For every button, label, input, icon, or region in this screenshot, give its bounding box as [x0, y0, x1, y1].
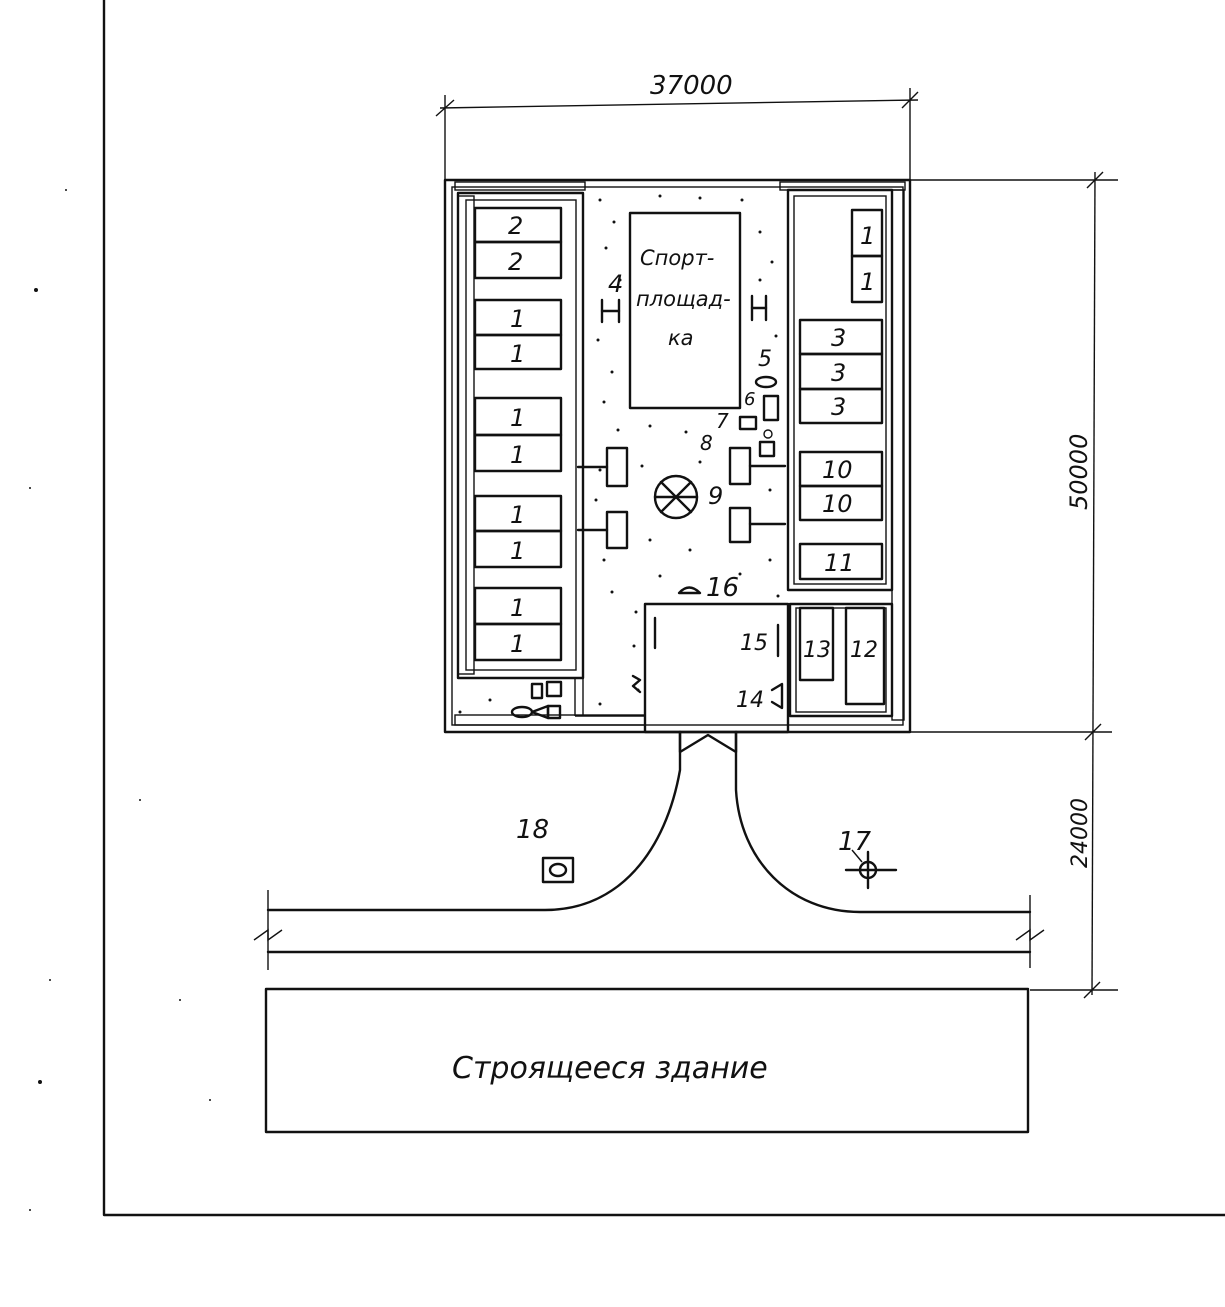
- flower-bed-icon: [653, 474, 699, 520]
- building-label: Строящееся здание: [452, 1051, 768, 1086]
- marker-4: 4: [608, 270, 623, 298]
- road-break-mark: [253, 928, 283, 942]
- right-approach-road: [734, 730, 1032, 914]
- right-dimension: [910, 171, 1118, 999]
- stand-icon: [762, 394, 780, 422]
- left-block-label: 1: [510, 630, 525, 658]
- hydrant-icon: [677, 586, 702, 595]
- left-block-label: 1: [510, 501, 525, 529]
- bench-icon: [754, 375, 778, 389]
- left-block: [473, 529, 563, 569]
- road-break-mark: [1015, 928, 1045, 942]
- left-block: [473, 240, 563, 280]
- marker-9: 9: [708, 482, 723, 510]
- right-block: [798, 542, 884, 581]
- horizontal-bar-icon: [750, 294, 768, 322]
- marker-6: 6: [744, 389, 755, 410]
- court-label-line1: Спорт-: [640, 246, 714, 270]
- left-approach-road: [266, 730, 682, 912]
- marker-7: 7: [716, 409, 729, 433]
- marker-17: 17: [838, 827, 872, 857]
- side-rooms: [788, 602, 894, 718]
- left-block-label: 1: [510, 340, 525, 368]
- left-block-label: 1: [510, 537, 525, 565]
- left-block-label: 1: [510, 441, 525, 469]
- right-blocks: [798, 208, 884, 581]
- marker-8: 8: [700, 431, 713, 455]
- ground-texture: [29, 189, 780, 1211]
- right-block: [798, 387, 884, 425]
- left-block-label: 1: [510, 404, 525, 432]
- fire-hydrant-icon: [844, 849, 898, 890]
- court-label-line3: ка: [668, 326, 694, 350]
- box-icon: [738, 415, 758, 431]
- marker-14: 14: [736, 688, 764, 713]
- building-under-construction: [264, 987, 1030, 1134]
- right-dimension-label: 50000: [1065, 434, 1093, 510]
- marker-15: 15: [740, 631, 768, 656]
- top-dimension-label: 37000: [650, 71, 733, 101]
- lamp-post-icon: [541, 856, 575, 884]
- right-block-label: 3: [831, 324, 846, 352]
- left-block-label: 2: [508, 212, 523, 240]
- bench-icon: [576, 446, 629, 488]
- entrance-gate: [678, 730, 738, 754]
- right-block-label: 10: [822, 456, 853, 484]
- left-storage-column: [456, 191, 645, 717]
- marker-16: 16: [706, 573, 739, 603]
- sheet-frame: [102, 0, 1225, 1217]
- marker-13: 13: [803, 638, 831, 663]
- marker-18: 18: [516, 815, 549, 845]
- left-blocks: [473, 206, 563, 662]
- right-block-label: 3: [831, 393, 846, 421]
- trash-bin-icon: [510, 680, 563, 720]
- horizontal-bar-icon: [600, 298, 621, 324]
- right-lower-dimension-label: 24000: [1068, 798, 1093, 868]
- entrance-building: [643, 602, 790, 734]
- post-icon: [763, 429, 773, 439]
- bench-icon: [728, 506, 787, 544]
- bench-icon: [576, 510, 629, 550]
- bench-icon: [728, 446, 787, 486]
- left-block: [473, 333, 563, 371]
- marker-12: 12: [850, 638, 878, 663]
- right-block-label: 10: [822, 490, 853, 518]
- right-block: [850, 254, 884, 304]
- left-block-label: 1: [510, 594, 525, 622]
- right-storage-column: [786, 188, 894, 592]
- court-label-line2: площад-: [636, 287, 731, 311]
- sports-court: [628, 211, 742, 410]
- right-block-label: 1: [860, 268, 875, 296]
- left-block-label: 2: [508, 248, 523, 276]
- right-block-label: 3: [831, 359, 846, 387]
- right-block: [798, 484, 884, 522]
- top-dimension: [435, 88, 919, 180]
- left-block-label: 1: [510, 305, 525, 333]
- left-block: [473, 433, 563, 473]
- right-block-label: 1: [860, 222, 875, 250]
- left-block: [473, 622, 563, 662]
- marker-5: 5: [758, 347, 772, 372]
- ladder-icon: [631, 674, 642, 694]
- box-icon: [758, 440, 776, 458]
- right-block-label: 11: [824, 549, 855, 577]
